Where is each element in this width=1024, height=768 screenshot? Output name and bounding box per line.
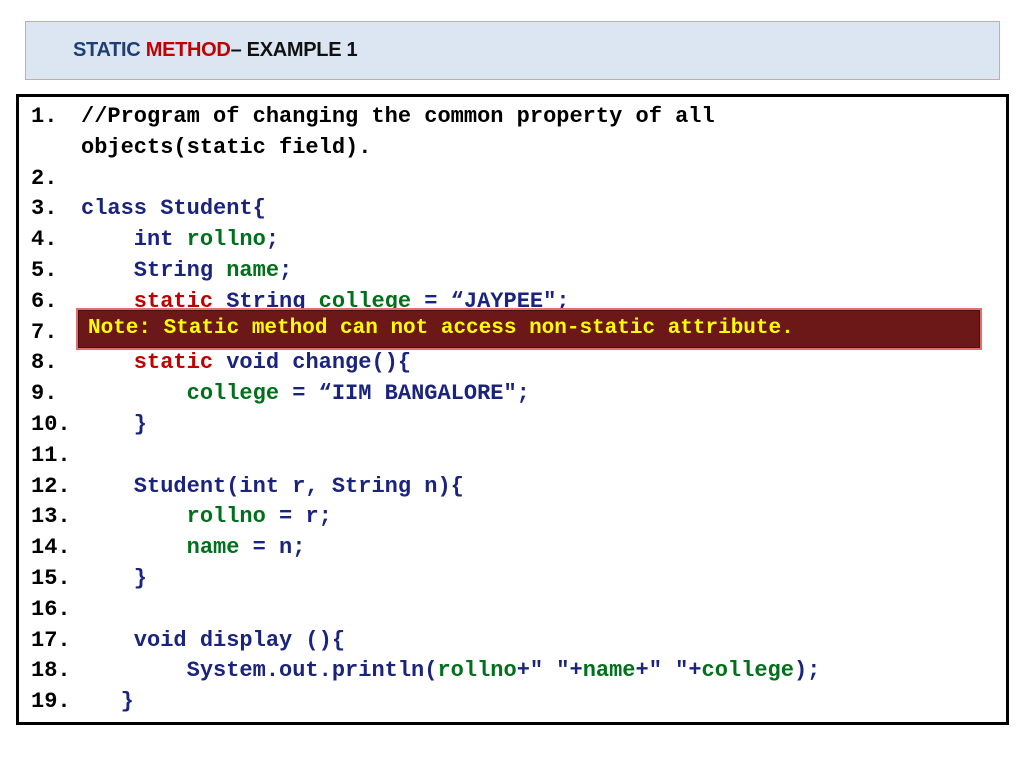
note-callout: Note: Static method can not access non-s… <box>76 308 982 350</box>
code-token: = r; <box>265 504 332 530</box>
slide-title-bar: STATIC METHOD– EXAMPLE 1 <box>25 21 1000 80</box>
code-token: +" "+ <box>516 658 583 684</box>
code-token: college <box>81 381 280 407</box>
line-number: 16. <box>31 596 71 622</box>
line-number: 4. <box>31 227 58 253</box>
code-token: int <box>81 227 187 253</box>
code-line: 16. <box>31 594 81 625</box>
code-listing: 1. //Program of changing the common prope… <box>16 94 1009 725</box>
code-line: 18. System.out.println(rollno+" "+name+"… <box>31 655 820 686</box>
code-line: 14. name = n; <box>31 532 305 563</box>
code-token: void display (){ <box>81 627 346 653</box>
code-token: name <box>81 535 240 561</box>
line-number: 11. <box>31 442 71 468</box>
line-number: 9. <box>31 381 58 407</box>
title-example: – EXAMPLE 1 <box>230 39 358 61</box>
code-token: Student(int r, String n){ <box>81 473 464 499</box>
code-line: 1. //Program of changing the common prope… <box>31 101 715 132</box>
code-token: System.out.println( <box>81 658 438 684</box>
code-line: 12. Student(int r, String n){ <box>31 471 464 502</box>
line-number: 3. <box>31 196 58 222</box>
line-number: 17. <box>31 627 71 653</box>
code-token: } <box>81 689 134 715</box>
line-number: 12. <box>31 473 71 499</box>
code-line: 7. <box>31 317 81 348</box>
code-line: objects(static field). <box>31 132 371 163</box>
line-number: 19. <box>31 689 71 715</box>
code-token: objects(static field). <box>81 134 372 160</box>
code-token: +" "+ <box>635 658 702 684</box>
code-token: } <box>81 412 148 437</box>
code-line: 17. void display (){ <box>31 625 345 656</box>
code-token: void change(){ <box>226 350 412 376</box>
slide-title: STATIC METHOD– EXAMPLE 1 <box>73 39 358 62</box>
line-number: 5. <box>31 258 58 283</box>
line-number: 14. <box>31 535 71 561</box>
line-number: 8. <box>31 350 58 376</box>
code-line: 8. static void change(){ <box>31 347 411 378</box>
code-token: name <box>226 258 280 283</box>
note-text: Note: Static method can not access non-s… <box>88 317 794 340</box>
title-static: STATIC <box>73 39 146 61</box>
code-line: 13. rollno = r; <box>31 501 332 532</box>
code-token: class Student{ <box>81 196 266 222</box>
code-token: ); <box>793 658 821 684</box>
line-number: 15. <box>31 566 71 591</box>
code-token: } <box>81 566 148 591</box>
code-line: 10. } <box>31 409 147 440</box>
code-token: = “IIM BANGALORE"; <box>279 381 530 407</box>
code-token: rollno <box>81 504 266 530</box>
title-method: METHOD <box>145 39 231 61</box>
code-token: rollno <box>437 658 517 684</box>
code-token: String <box>81 258 227 283</box>
line-number: 10. <box>31 412 71 437</box>
code-line: 2. <box>31 163 81 194</box>
line-number: 2. <box>31 165 58 191</box>
line-number: 18. <box>31 658 71 684</box>
code-line: 11. <box>31 440 81 471</box>
code-token: rollno <box>186 227 266 253</box>
code-line: 4. int rollno; <box>31 224 279 255</box>
code-line: 9. college = “IIM BANGALORE"; <box>31 378 530 409</box>
line-number: 1. <box>31 104 58 129</box>
code-token: college <box>701 658 794 684</box>
code-token: name <box>582 658 636 684</box>
code-line: 15. } <box>31 563 147 594</box>
line-number: 7. <box>31 319 58 345</box>
code-token: //Program of changing the common propert… <box>81 104 715 129</box>
code-token: ; <box>265 227 280 253</box>
code-token: = n; <box>239 535 306 561</box>
code-token: static <box>81 350 227 376</box>
line-number: 6. <box>31 288 58 314</box>
code-token: ; <box>279 258 293 283</box>
code-line: 5. String name; <box>31 255 292 286</box>
line-number: 13. <box>31 504 71 530</box>
code-line: 19. } <box>31 686 134 717</box>
code-line: 3. class Student{ <box>31 193 266 224</box>
